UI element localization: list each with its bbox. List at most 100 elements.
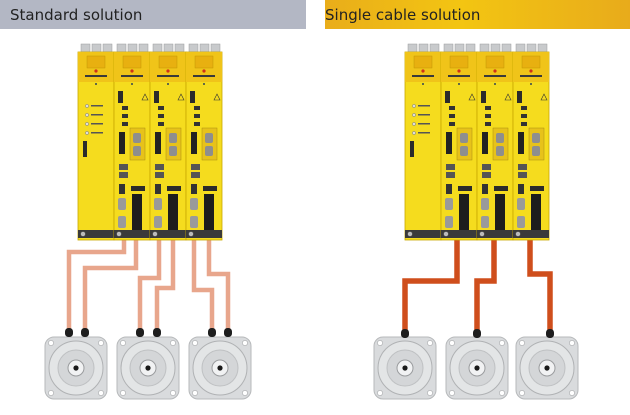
cable-plug (224, 328, 232, 337)
cable-plug (546, 329, 554, 338)
cable-plug (153, 328, 161, 337)
standard-solution-header: Standard solution (0, 0, 306, 29)
dsub-connector (517, 198, 525, 210)
io-block (485, 122, 491, 126)
dsub-connector (118, 198, 126, 210)
ground-screw (515, 231, 521, 237)
led-label (418, 105, 430, 107)
led-label (91, 132, 103, 134)
servo-drive (185, 43, 223, 241)
mount-hole (192, 390, 198, 396)
io-block (482, 184, 488, 194)
standard-solution-title: Standard solution (10, 5, 143, 24)
brand-logo (157, 75, 179, 77)
brand-logo (484, 75, 506, 77)
top-terminal (515, 43, 526, 53)
io-block (485, 106, 491, 110)
io-block (449, 114, 455, 118)
io-block (521, 114, 527, 118)
io-block (518, 184, 524, 194)
expansion-slot (495, 194, 505, 232)
top-terminal (429, 43, 440, 53)
brand-logo (121, 75, 143, 77)
rj45-port (119, 164, 128, 170)
warning-label (413, 55, 433, 69)
bottom-connector (78, 230, 114, 238)
dsub-connector (169, 146, 177, 156)
terminal (131, 186, 145, 191)
servo-drive (404, 43, 442, 241)
terminal (167, 186, 181, 191)
expansion-slot (531, 194, 541, 232)
terminal (203, 186, 217, 191)
dsub-connector (205, 146, 213, 156)
rj45-port (155, 172, 164, 178)
servo-motor (445, 336, 509, 400)
screw (131, 83, 133, 85)
screw (422, 83, 424, 85)
mount-hole (170, 340, 176, 346)
led-indicator (85, 113, 89, 117)
top-terminal (102, 43, 113, 53)
dsub-connector (445, 198, 453, 210)
motor-shaft (544, 365, 550, 371)
io-block (449, 122, 455, 126)
terminal (458, 186, 472, 191)
cable-plug (65, 328, 73, 337)
warning-label (158, 55, 178, 69)
top-terminal (418, 43, 429, 53)
expansion-slot (168, 194, 178, 232)
terminal (494, 186, 508, 191)
brand-logo (520, 75, 542, 77)
single-cable-solution-header: Single cable solution (325, 0, 630, 29)
motor-shaft (217, 365, 223, 371)
port (445, 91, 450, 103)
top-terminal (407, 43, 418, 53)
top-terminal (91, 43, 102, 53)
io-block (485, 114, 491, 118)
rj45-port (446, 172, 455, 178)
top-terminal (501, 43, 512, 53)
warning-label (485, 55, 505, 69)
warning-dot (130, 69, 134, 73)
warning-dot (94, 69, 98, 73)
motor-cable (66, 238, 127, 333)
ground-screw (443, 231, 449, 237)
mount-hole (519, 340, 525, 346)
top-terminal (443, 43, 454, 53)
motor-cable (206, 238, 231, 333)
port (481, 91, 486, 103)
port (517, 91, 522, 103)
hazard-icon (540, 93, 548, 101)
hazard-icon (213, 93, 221, 101)
motor-cable (402, 238, 460, 332)
dsub-connector (532, 146, 540, 156)
expansion-slot (204, 194, 214, 232)
io-block (521, 106, 527, 110)
io-block (122, 114, 128, 118)
led-indicator (412, 122, 416, 126)
motor-shaft (402, 365, 408, 371)
single-cable-solution-title: Single cable solution (325, 5, 481, 24)
io-block (158, 106, 164, 110)
led-indicator (85, 131, 89, 135)
port (118, 91, 123, 103)
top-terminal (138, 43, 149, 53)
led-indicator (412, 104, 416, 108)
mount-hole (499, 340, 505, 346)
top-terminal (454, 43, 465, 53)
hazard-icon (141, 93, 149, 101)
mount-hole (120, 340, 126, 346)
dsub-connector (496, 133, 504, 143)
dsub-connector (481, 216, 489, 228)
mount-hole (120, 390, 126, 396)
mount-hole (427, 340, 433, 346)
slot (482, 132, 488, 154)
motor-cable (82, 238, 139, 333)
slot (155, 132, 161, 154)
dsub-connector (496, 146, 504, 156)
top-terminal (116, 43, 127, 53)
warning-dot (493, 69, 497, 73)
mount-hole (377, 390, 383, 396)
dsub-connector (205, 133, 213, 143)
